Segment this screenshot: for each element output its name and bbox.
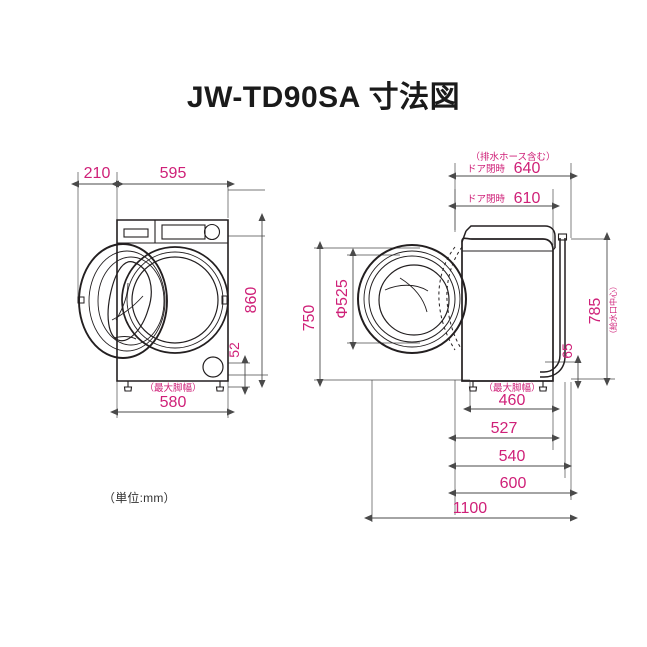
dim-side-phi525: Φ525 [334,248,357,350]
dim-side-540: 540 [448,448,572,470]
page-title: JW-TD90SA 寸法図 [186,81,461,114]
dim-600-label: 600 [500,475,527,492]
front-view-group: 210 595 [71,165,268,418]
dim-front-595: 595 [111,165,235,188]
side-open-door [357,244,467,354]
dim-side-65: 65 [559,343,582,389]
dim-580-label: 580 [160,394,187,411]
dim-front-210: 210 [71,165,124,188]
dim-52-label: 52 [226,342,242,358]
dim-595-label: 595 [160,165,187,182]
dim-610-prefix: ドア閉時 [467,194,506,205]
dim-front-580: （最大脚幅） 580 [110,382,235,416]
dim-side-640: （排水ホース含む） ドア閉時 640 [448,151,578,180]
dim-640-caption: （排水ホース含む） [470,151,555,163]
dim-580-caption: （最大脚幅） [144,382,201,394]
side-cabinet-outline [461,225,556,382]
front-cabinet-outline [116,219,229,382]
dim-785-label: 785 [587,298,604,325]
dim-front-52: 52 [226,342,249,395]
dim-65-label: 65 [559,343,575,359]
dim-540-label: 540 [499,448,526,465]
front-filter-cap [202,356,224,378]
dim-750-label: 750 [301,305,318,332]
dim-210-label: 210 [84,165,111,182]
front-drum-door [121,246,229,354]
dim-side-1100: 1100 [364,380,578,522]
unit-note: （単位:mm） [103,491,176,505]
front-open-door [77,243,168,359]
dim-527-label: 527 [491,420,518,437]
side-door-swing-dashed [438,246,463,351]
dim-side-600: 600 [448,475,578,497]
dim-460-caption: （最大脚幅） [483,382,540,394]
side-witness-lines [314,163,615,515]
dim-phi525-label: Φ525 [334,279,351,319]
dim-side-785: 785 （給水口中心） [587,232,618,386]
dim-1100-label: 1100 [453,500,488,517]
dim-front-860: 860 [243,213,266,388]
dim-640-label: 640 [514,160,541,177]
dim-side-460: （最大脚幅） 460 [463,382,560,413]
dim-side-527: 527 [448,420,560,442]
dim-785-caption: （給水口中心） [608,282,618,338]
dim-460-label: 460 [499,392,526,409]
dim-640-prefix: ドア閉時 [467,164,506,175]
dim-side-610: ドア閉時 610 [448,190,560,210]
dim-side-750: 750 [301,241,324,387]
dim-610-label: 610 [514,190,541,207]
side-drain-hose [540,233,568,378]
dim-860-label: 860 [243,287,260,314]
side-view-group: （排水ホース含む） ドア閉時 640 ドア閉時 610 [301,151,618,522]
front-control-panel [117,220,228,244]
